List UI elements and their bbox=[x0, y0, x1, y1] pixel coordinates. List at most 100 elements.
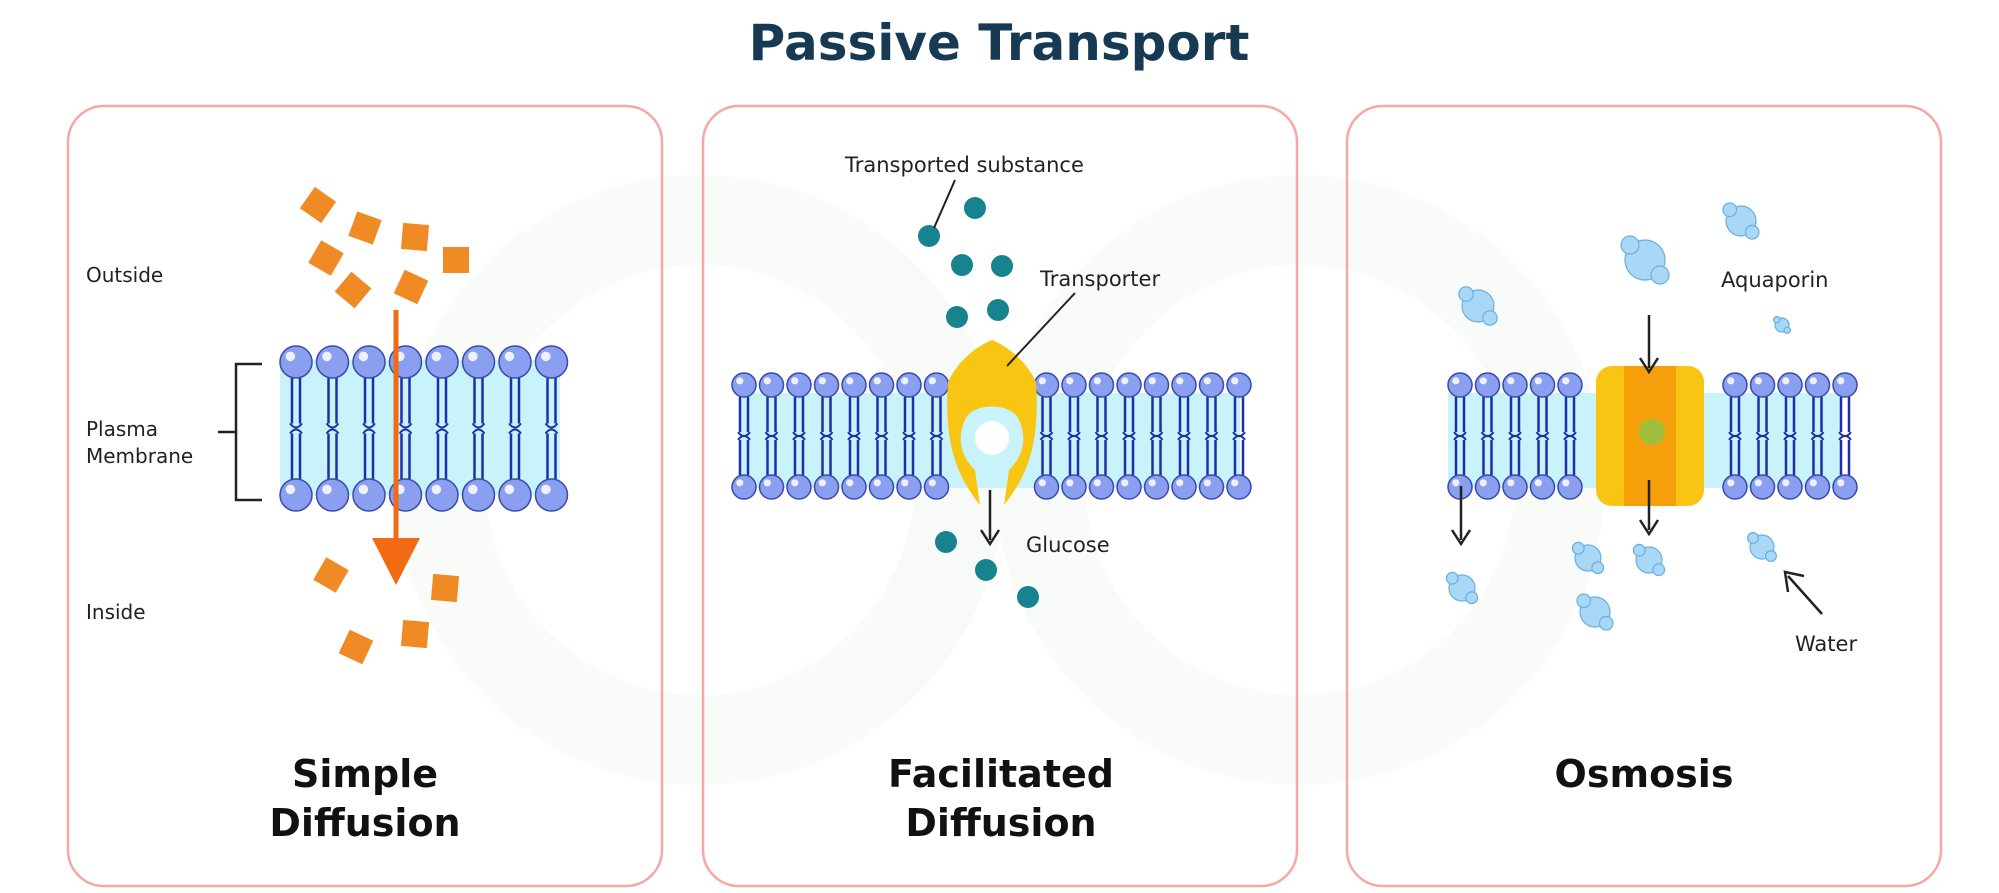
phospholipid-head bbox=[1832, 474, 1858, 500]
panel-facilitated-diffusion: Transported substance Transporter Glucos… bbox=[701, 104, 1299, 888]
phospholipid-head bbox=[279, 345, 313, 379]
phospholipid-head bbox=[758, 372, 785, 398]
phospholipid-head bbox=[868, 372, 895, 398]
panel-title-line2: Diffusion bbox=[269, 801, 460, 845]
phospholipid-head bbox=[461, 345, 496, 379]
phospholipid-head bbox=[731, 372, 757, 398]
phospholipid-head bbox=[1143, 372, 1170, 398]
phospholipid-head bbox=[1777, 372, 1803, 398]
osmosis-arrows bbox=[1450, 315, 1823, 615]
phospholipid-head bbox=[1777, 474, 1803, 500]
leader-transporter bbox=[1006, 292, 1076, 367]
phospholipid-head bbox=[1226, 372, 1252, 398]
panel-title-line2: Diffusion bbox=[905, 801, 1096, 845]
phospholipid-head bbox=[461, 478, 496, 512]
phospholipid-head bbox=[1061, 474, 1087, 500]
label-transported-substance: Transported substance bbox=[844, 153, 1084, 177]
panel-simple-diffusion: Outside Plasma Membrane Inside Simple Di… bbox=[66, 104, 664, 888]
label-transporter: Transporter bbox=[1039, 267, 1160, 291]
phospholipid-head bbox=[923, 474, 950, 500]
phospholipid-tails bbox=[289, 378, 559, 479]
phospholipid-head bbox=[498, 478, 532, 512]
glucose-molecules bbox=[918, 197, 1039, 608]
diffusion-arrow bbox=[372, 310, 420, 585]
water-molecule bbox=[1746, 531, 1777, 562]
phospholipid-head bbox=[1529, 474, 1556, 500]
phospholipid-head bbox=[1226, 474, 1252, 500]
phospholipid-head bbox=[498, 345, 532, 379]
phospholipid-head bbox=[352, 345, 386, 379]
phospholipid-head bbox=[1804, 372, 1831, 398]
phospholipid-head bbox=[1722, 474, 1748, 500]
phospholipid-heads bbox=[731, 372, 1252, 500]
transport-arrow bbox=[979, 490, 1001, 547]
phospholipid-head bbox=[1474, 474, 1501, 500]
water-molecule bbox=[1576, 593, 1614, 631]
phospholipid-head bbox=[896, 372, 922, 398]
water-molecule bbox=[1632, 543, 1666, 577]
phospholipid-head bbox=[1749, 474, 1776, 500]
water-molecule bbox=[1445, 571, 1479, 605]
panel-title-line1: Simple bbox=[292, 752, 438, 796]
phospholipid-head bbox=[813, 474, 840, 500]
phospholipid-head bbox=[786, 372, 812, 398]
label-glucose: Glucose bbox=[1026, 533, 1110, 557]
phospholipid-head bbox=[425, 478, 459, 512]
phospholipid-heads bbox=[279, 345, 569, 512]
outside-particles bbox=[299, 186, 469, 309]
phospholipid-head bbox=[1474, 372, 1501, 398]
phospholipid-head bbox=[731, 474, 757, 500]
phospholipid-head bbox=[1502, 372, 1528, 398]
phospholipid-head bbox=[1088, 372, 1115, 398]
water-molecule bbox=[1772, 316, 1791, 335]
phospholipid-head bbox=[352, 478, 386, 512]
phospholipid-head bbox=[813, 372, 840, 398]
label-outside: Outside bbox=[86, 263, 163, 287]
water-molecule bbox=[1620, 235, 1670, 285]
phospholipid-head bbox=[1832, 372, 1858, 398]
phospholipid-tails bbox=[1453, 397, 1852, 475]
inside-particles bbox=[313, 557, 460, 665]
phospholipid-head bbox=[1116, 474, 1142, 500]
phospholipid-head bbox=[1171, 372, 1197, 398]
phospholipid-head bbox=[758, 474, 785, 500]
membrane-simple bbox=[279, 345, 569, 512]
phospholipid-head bbox=[534, 478, 569, 512]
phospholipid-head bbox=[1557, 474, 1583, 500]
phospholipid-head bbox=[1502, 474, 1528, 500]
transporter-protein bbox=[947, 340, 1037, 505]
phospholipid-head bbox=[315, 478, 350, 512]
phospholipid-head bbox=[841, 372, 867, 398]
phospholipid-head bbox=[1143, 474, 1170, 500]
phospholipid-head bbox=[1116, 372, 1142, 398]
phospholipid-head bbox=[425, 345, 459, 379]
membrane-bracket bbox=[218, 362, 262, 502]
phospholipid-head bbox=[1804, 474, 1831, 500]
phospholipid-head bbox=[1447, 372, 1473, 398]
phospholipid-head bbox=[1033, 372, 1060, 398]
phospholipid-head bbox=[1198, 474, 1225, 500]
phospholipid-head bbox=[868, 474, 895, 500]
phospholipid-head bbox=[1198, 372, 1225, 398]
water-molecule bbox=[1722, 202, 1760, 240]
panel-border bbox=[66, 104, 664, 888]
phospholipid-head bbox=[1033, 474, 1060, 500]
phospholipid-head bbox=[896, 474, 922, 500]
label-aquaporin: Aquaporin bbox=[1721, 268, 1828, 292]
water-molecule bbox=[1458, 286, 1498, 326]
leader-substance bbox=[933, 179, 956, 229]
page-title: Passive Transport bbox=[749, 14, 1250, 72]
panel-border bbox=[701, 104, 1299, 888]
panel-border bbox=[1345, 104, 1943, 888]
phospholipid-head bbox=[1722, 372, 1748, 398]
phospholipid-head bbox=[1088, 474, 1115, 500]
phospholipid-head bbox=[1557, 372, 1583, 398]
phospholipid-head bbox=[841, 474, 867, 500]
panel-osmosis: Aquaporin Water Osmosis bbox=[1345, 104, 1943, 888]
label-membrane: Membrane bbox=[86, 444, 193, 468]
phospholipid-head bbox=[923, 372, 950, 398]
label-inside: Inside bbox=[86, 600, 146, 624]
phospholipid-head bbox=[1171, 474, 1197, 500]
